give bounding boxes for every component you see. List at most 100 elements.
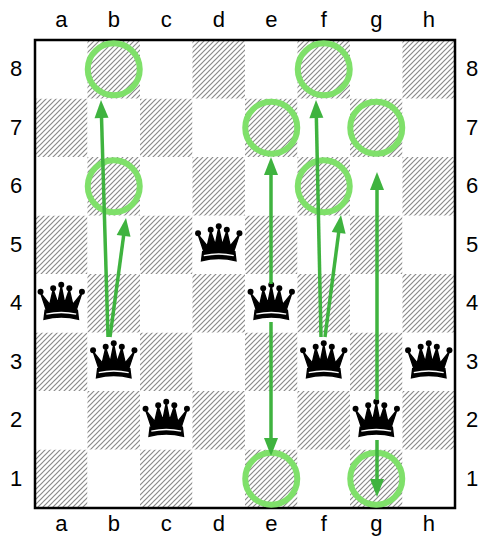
dark-square	[140, 450, 193, 509]
file-label: h	[423, 9, 435, 31]
light-square	[350, 40, 403, 99]
rank-label: 5	[466, 234, 478, 256]
file-label: c	[161, 9, 172, 31]
light-square	[298, 216, 351, 275]
rank-label: 3	[466, 351, 478, 373]
rank-label: 3	[10, 351, 22, 373]
rank-label: 6	[466, 175, 478, 197]
dark-square	[193, 157, 246, 216]
black-queen	[38, 282, 85, 319]
dark-square	[403, 40, 456, 99]
light-square	[35, 157, 88, 216]
dark-square	[35, 450, 88, 509]
target-circle	[245, 102, 297, 154]
dark-square	[35, 333, 88, 392]
dark-square	[88, 391, 141, 450]
file-label: g	[370, 9, 382, 31]
move-arrow	[110, 218, 131, 337]
dark-square	[245, 99, 298, 158]
black-queen	[248, 282, 295, 319]
target-circle	[298, 160, 350, 212]
light-square	[298, 99, 351, 158]
light-square	[35, 274, 88, 333]
light-square	[140, 274, 193, 333]
file-label: c	[161, 513, 172, 535]
dark-square	[88, 40, 141, 99]
file-label: a	[55, 9, 67, 31]
light-square	[193, 450, 246, 509]
light-square	[35, 40, 88, 99]
target-circle	[245, 453, 297, 505]
dark-square	[245, 450, 298, 509]
light-square	[88, 333, 141, 392]
dark-square	[35, 216, 88, 275]
dark-square	[140, 333, 193, 392]
dark-square	[193, 40, 246, 99]
light-square	[88, 216, 141, 275]
light-square	[403, 216, 456, 275]
dark-square	[193, 391, 246, 450]
move-arrow	[264, 157, 278, 284]
rank-label: 1	[10, 468, 22, 490]
dark-square	[140, 216, 193, 275]
dark-square	[403, 274, 456, 333]
black-queen	[195, 223, 242, 260]
target-circle	[88, 43, 140, 95]
rank-label: 8	[10, 58, 22, 80]
light-square	[193, 333, 246, 392]
dark-square	[403, 157, 456, 216]
board-border	[35, 40, 455, 508]
dark-square	[140, 99, 193, 158]
black-queen	[143, 399, 190, 436]
move-arrow	[309, 100, 323, 337]
rank-label: 7	[10, 117, 22, 139]
target-circle	[88, 160, 140, 212]
light-square	[88, 99, 141, 158]
file-label: e	[265, 513, 277, 535]
move-arrow	[264, 322, 278, 456]
light-square	[35, 391, 88, 450]
black-queen	[405, 340, 452, 377]
dark-square	[298, 391, 351, 450]
target-circle	[298, 43, 350, 95]
light-square	[298, 450, 351, 509]
dark-square	[403, 391, 456, 450]
light-square	[193, 216, 246, 275]
move-arrow	[370, 440, 384, 497]
black-queen	[90, 340, 137, 377]
move-arrow	[95, 100, 109, 337]
dark-square	[88, 157, 141, 216]
light-square	[403, 450, 456, 509]
rank-label: 2	[466, 409, 478, 431]
light-square	[193, 99, 246, 158]
light-square	[88, 450, 141, 509]
light-square	[403, 99, 456, 158]
dark-square	[298, 274, 351, 333]
target-circles	[88, 43, 403, 505]
file-label: b	[108, 513, 120, 535]
light-square	[140, 40, 193, 99]
move-arrow	[370, 172, 384, 400]
file-label: d	[213, 513, 225, 535]
file-label: g	[370, 513, 382, 535]
file-label: b	[108, 9, 120, 31]
rank-label: 5	[10, 234, 22, 256]
file-label: f	[321, 513, 327, 535]
dark-square	[298, 40, 351, 99]
rank-label: 6	[10, 175, 22, 197]
file-label: f	[321, 9, 327, 31]
light-square	[298, 333, 351, 392]
light-square	[403, 333, 456, 392]
dark-square	[298, 157, 351, 216]
rank-label: 1	[466, 468, 478, 490]
dark-square	[350, 99, 403, 158]
dark-square	[35, 99, 88, 158]
move-arrow	[325, 215, 346, 337]
rank-label: 2	[10, 409, 22, 431]
move-arrows	[95, 100, 384, 497]
rank-label: 4	[10, 292, 22, 314]
file-label: h	[423, 513, 435, 535]
file-label: e	[265, 9, 277, 31]
